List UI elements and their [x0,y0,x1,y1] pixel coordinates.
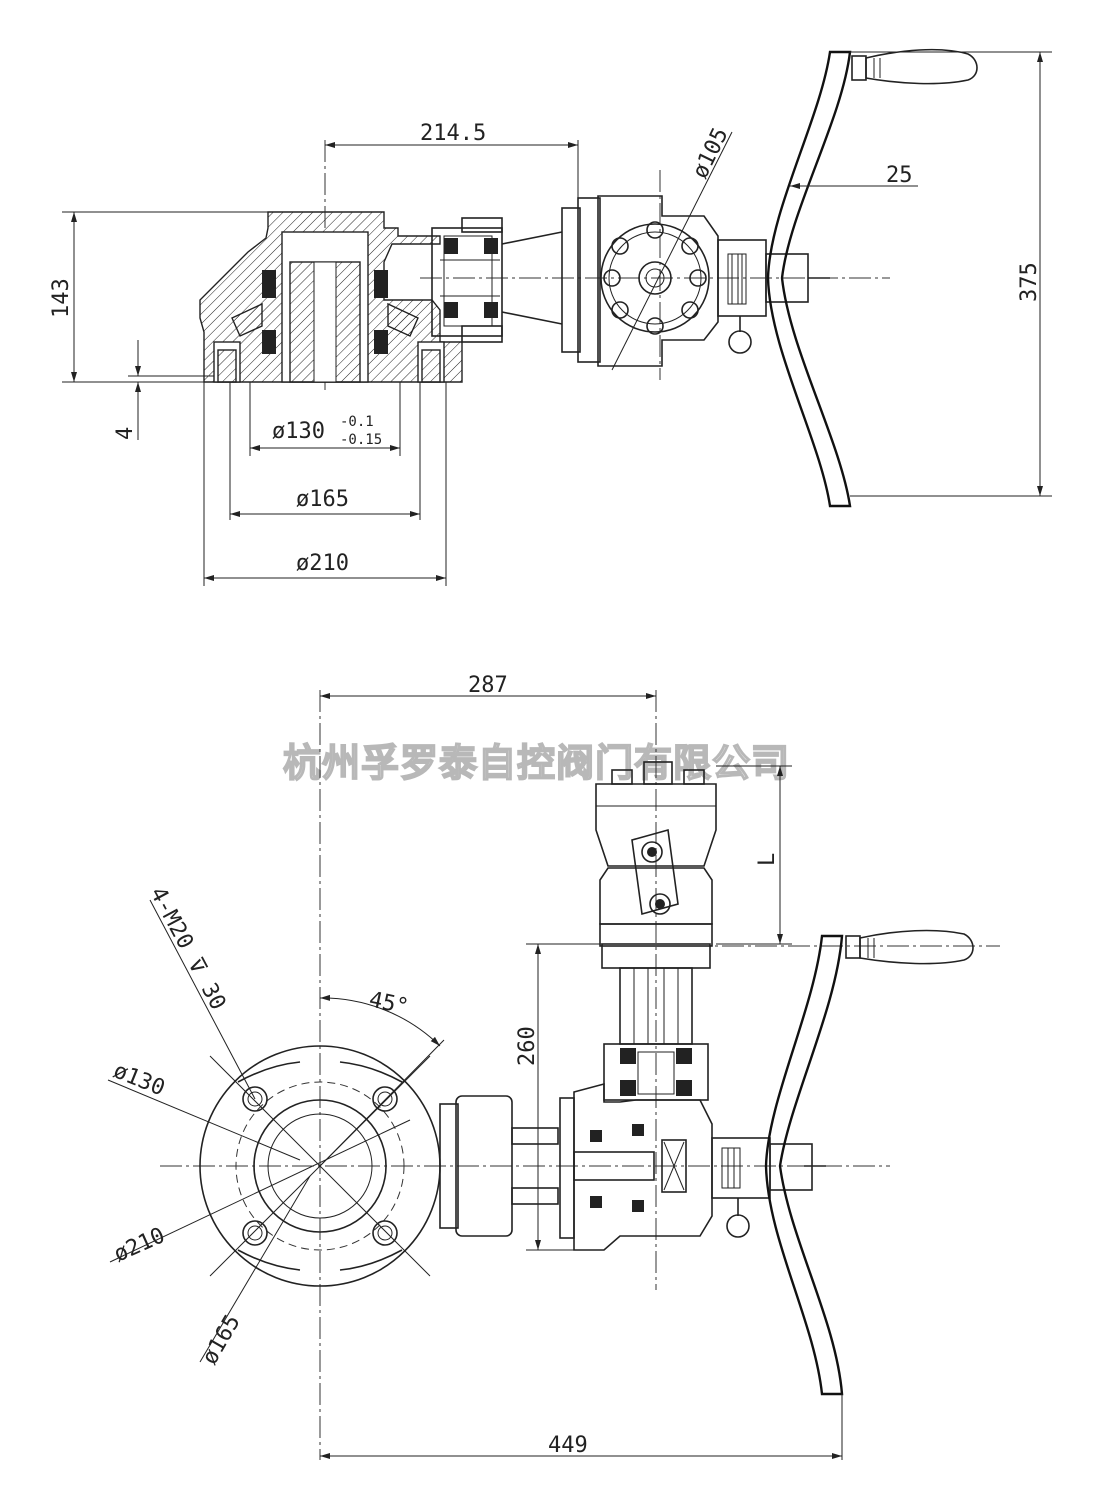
top-section-view: 214.5 ø105 25 375 143 4 [49,48,1052,586]
dim-d130-bottom: ø130 [110,1058,168,1101]
dim-287: 287 [468,673,508,698]
dim-d130-tol-lower: -0.15 [340,432,382,448]
dim-d130-tol-upper: -0.1 [340,414,374,430]
top-dimensions: 214.5 ø105 25 375 143 4 [49,51,1052,586]
bottom-plan-view: 287 L 260 45° 4-M20 ⊽ 30 ø130 ø210 [107,673,1000,1460]
valve-body-section [199,211,463,383]
neck-and-housing [439,1082,813,1251]
dim-d130-top: ø130 [272,419,325,444]
actuator-column [595,761,717,1101]
bolt-spec-4-m20: 4-M20 ⊽ 30 [145,883,231,1014]
dim-d165-bottom: ø165 [198,1311,246,1369]
bottom-dimensions: 287 L 260 45° 4-M20 ⊽ 30 ø130 ø210 [107,673,843,1460]
dim-260: 260 [515,1026,540,1066]
handwheel-bottom [764,929,974,1396]
dim-375: 375 [1017,262,1042,302]
dim-d165-top: ø165 [296,487,349,512]
dim-449: 449 [548,1433,588,1458]
worm-housing [431,197,601,363]
dim-45-deg: 45° [367,987,411,1020]
dim-d210-bottom: ø210 [110,1223,169,1267]
dim-d105: ø105 [688,124,734,183]
dim-214-5: 214.5 [420,121,486,146]
handwheel-top [766,48,978,508]
dim-143: 143 [49,278,74,318]
dim-25: 25 [886,163,913,188]
gearbox-front [597,195,809,367]
dim-4: 4 [113,427,138,440]
company-watermark: 杭州孚罗泰自控阀门有限公司 [283,741,790,785]
dim-d210-top: ø210 [296,551,349,576]
dim-L: L [755,853,780,866]
